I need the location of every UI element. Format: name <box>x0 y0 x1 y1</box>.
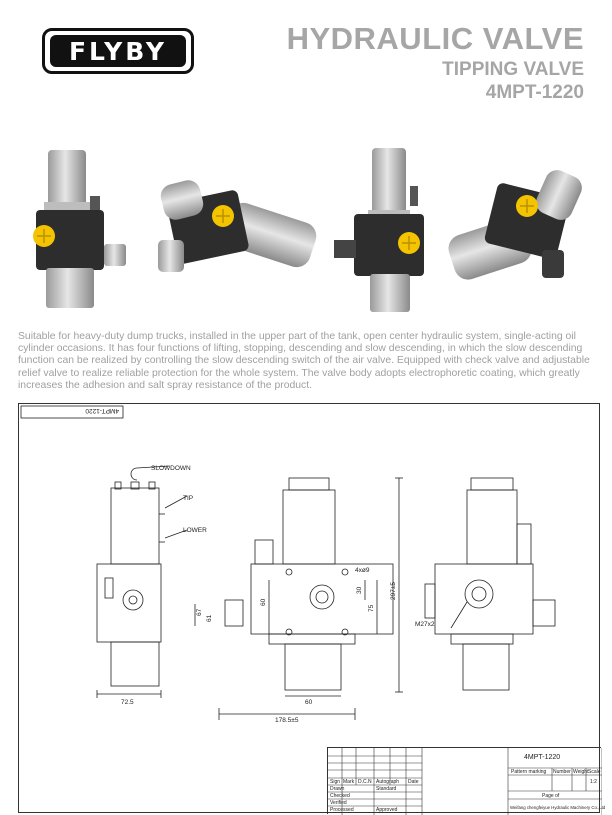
dim-holes: 4xø9 <box>355 567 370 574</box>
title-block-model: 4MPT-1220 <box>524 754 561 761</box>
title-block-dcn: D.C.N <box>358 779 372 785</box>
title-block-verified: Verified <box>330 800 347 806</box>
drawing-corner-label: 4MPT-1220 <box>85 407 119 414</box>
title-block-standard: Standard <box>376 786 397 792</box>
product-photo-front <box>33 150 126 308</box>
title-block-approved: Approved <box>376 807 398 813</box>
title-block-sign: Sign <box>330 779 341 785</box>
title-block-mark: Mark <box>343 779 355 785</box>
title-block-company: Weifang chengfeiyue Hydraulic Machinery … <box>510 805 606 810</box>
page-subtitle: TIPPING VALVE <box>442 59 584 80</box>
product-photo-angle-left <box>158 180 317 272</box>
title-block-processed: Processed <box>330 807 354 813</box>
product-photo-angle-right <box>448 170 582 280</box>
dim-67: 67 <box>196 608 203 616</box>
page-title: HYDRAULIC VALVE <box>286 21 584 56</box>
dim-178-5: 178.5±5 <box>275 717 299 724</box>
dim-61: 61 <box>206 614 213 622</box>
product-photos <box>33 148 582 312</box>
callout-tip: TIP <box>183 495 193 502</box>
title-block-number: Number <box>553 769 571 775</box>
title-block-page: Page of <box>542 793 560 799</box>
dim-75: 75 <box>368 604 375 612</box>
product-description: Suitable for heavy-duty dump trucks, ins… <box>18 331 590 391</box>
dim-60-vertical: 60 <box>260 598 267 606</box>
title-block-scale-value: 1:2 <box>590 779 597 785</box>
header-title-block: HYDRAULIC VALVE TIPPING VALVE 4MPT-1220 <box>287 20 584 104</box>
title-block-drawn: Drawn <box>330 786 345 792</box>
title-block-pattern: Pattern marking <box>511 769 547 775</box>
title-block: 4MPT-1220 Pattern marking Number Weight … <box>327 747 605 815</box>
title-block-scale: Scale <box>588 769 601 775</box>
title-block-checked: Checked <box>330 793 350 799</box>
title-block-date: Date <box>408 779 419 785</box>
logo-text: FLYBY <box>50 35 186 67</box>
title-block-autograph: Autograph <box>376 779 400 785</box>
dim-thread: M27x2 <box>415 621 435 628</box>
callout-lower: LOWER <box>183 527 207 534</box>
dim-297: 297±5 <box>390 582 397 600</box>
title-block-weight: Weight <box>573 769 589 775</box>
brand-logo: FLYBY <box>42 28 194 74</box>
model-number: 4MPT-1220 <box>485 82 584 103</box>
product-photo-side <box>334 148 424 312</box>
dim-30: 30 <box>356 586 363 594</box>
dim-72-5: 72.5 <box>121 699 134 706</box>
technical-drawing: 4MPT-1220 SLOWDOWN TIP LOWER 72.5 67 61 … <box>18 403 605 815</box>
callout-slowdown: SLOWDOWN <box>151 465 191 472</box>
dim-60-horizontal: 60 <box>305 699 313 706</box>
